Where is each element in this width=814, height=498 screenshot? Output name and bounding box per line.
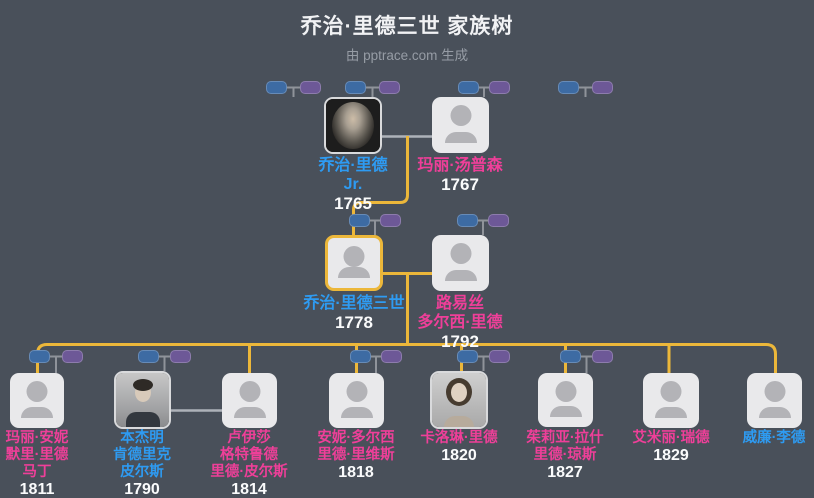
person-label-william-read: 威廉·李德 bbox=[742, 430, 806, 446]
person-label-george-read-jr: 乔治·里德 Jr. 1765 bbox=[318, 157, 388, 213]
person-card-george-read-jr[interactable] bbox=[324, 97, 382, 154]
collapsed-female-node-icon[interactable] bbox=[381, 350, 402, 363]
collapsed-female-node-icon[interactable] bbox=[300, 81, 321, 94]
portrait-george-read-jr bbox=[326, 99, 380, 152]
person-placeholder-icon bbox=[328, 238, 380, 288]
person-card-mary-anne-murray-read-martin[interactable] bbox=[10, 373, 64, 428]
person-label-emily-read: 艾米丽·瑞德 1829 bbox=[632, 430, 710, 464]
person-label-benjamin-kendrick-pierce: 本杰明 肯德里克 皮尔斯 1790 bbox=[113, 430, 171, 498]
person-label-caroline-read: 卡洛琳·里德 1820 bbox=[420, 430, 498, 464]
collapsed-male-node-icon[interactable] bbox=[266, 81, 287, 94]
collapsed-female-node-icon[interactable] bbox=[592, 350, 613, 363]
collapsed-female-node-icon[interactable] bbox=[592, 81, 613, 94]
collapsed-male-node-icon[interactable] bbox=[29, 350, 50, 363]
person-card-benjamin-kendrick-pierce[interactable] bbox=[114, 371, 171, 429]
person-card-george-read-iii[interactable] bbox=[325, 235, 383, 291]
person-label-anne-dorsey-read-reeves: 安妮·多尔西 里德·里维斯 1818 bbox=[317, 430, 395, 481]
collapsed-female-node-icon[interactable] bbox=[380, 214, 401, 227]
person-card-louisa-gertrude-read-pierce[interactable] bbox=[222, 373, 277, 428]
person-placeholder-icon bbox=[432, 235, 489, 291]
person-label-louisa-gertrude-read-pierce: 卢伊莎 格特鲁德 里德·皮尔斯 1814 bbox=[210, 430, 288, 498]
collapsed-female-node-icon[interactable] bbox=[379, 81, 400, 94]
person-card-julia-rush-read-jones[interactable] bbox=[538, 373, 593, 427]
person-label-louise-dorsey-read: 路易丝 多尔西·里德 1792 bbox=[417, 295, 503, 351]
collapsed-male-node-icon[interactable] bbox=[349, 214, 370, 227]
collapsed-female-node-icon[interactable] bbox=[62, 350, 83, 363]
collapsed-male-node-icon[interactable] bbox=[138, 350, 159, 363]
collapsed-female-node-icon[interactable] bbox=[488, 214, 509, 227]
person-card-william-read[interactable] bbox=[747, 373, 802, 428]
collapsed-male-node-icon[interactable] bbox=[558, 81, 579, 94]
person-card-mary-thompson[interactable] bbox=[432, 97, 489, 153]
person-card-emily-read[interactable] bbox=[643, 373, 699, 428]
person-placeholder-icon bbox=[10, 373, 64, 428]
person-label-mary-anne-murray-read-martin: 玛丽·安妮 默里·里德 马丁 1811 bbox=[5, 430, 69, 498]
person-card-louise-dorsey-read[interactable] bbox=[432, 235, 489, 291]
collapsed-male-node-icon[interactable] bbox=[458, 81, 479, 94]
collapsed-male-node-icon[interactable] bbox=[560, 350, 581, 363]
person-label-george-read-iii: 乔治·里德三世 1778 bbox=[303, 295, 405, 332]
person-placeholder-icon bbox=[329, 373, 384, 428]
person-placeholder-icon bbox=[432, 97, 489, 153]
portrait-caroline-read bbox=[432, 373, 486, 427]
person-label-julia-rush-read-jones: 茱莉亚·拉什 里德·琼斯 1827 bbox=[526, 430, 604, 481]
collapsed-male-node-icon[interactable] bbox=[457, 350, 478, 363]
person-label-mary-thompson: 玛丽·汤普森 1767 bbox=[417, 157, 503, 194]
person-card-anne-dorsey-read-reeves[interactable] bbox=[329, 373, 384, 428]
collapsed-female-node-icon[interactable] bbox=[489, 81, 510, 94]
collapsed-male-node-icon[interactable] bbox=[350, 350, 371, 363]
person-placeholder-icon bbox=[747, 373, 802, 428]
collapsed-female-node-icon[interactable] bbox=[170, 350, 191, 363]
generator-credit: 由 pptrace.com 生成 bbox=[345, 48, 469, 63]
person-card-caroline-read[interactable] bbox=[430, 371, 488, 429]
person-placeholder-icon bbox=[222, 373, 277, 428]
portrait-benjamin-kendrick-pierce bbox=[116, 373, 169, 427]
collapsed-male-node-icon[interactable] bbox=[457, 214, 478, 227]
person-placeholder-icon bbox=[538, 373, 593, 427]
person-placeholder-icon bbox=[643, 373, 699, 428]
collapsed-female-node-icon[interactable] bbox=[489, 350, 510, 363]
page-title: 乔治·里德三世 家族树 bbox=[300, 15, 514, 38]
collapsed-male-node-icon[interactable] bbox=[345, 81, 366, 94]
